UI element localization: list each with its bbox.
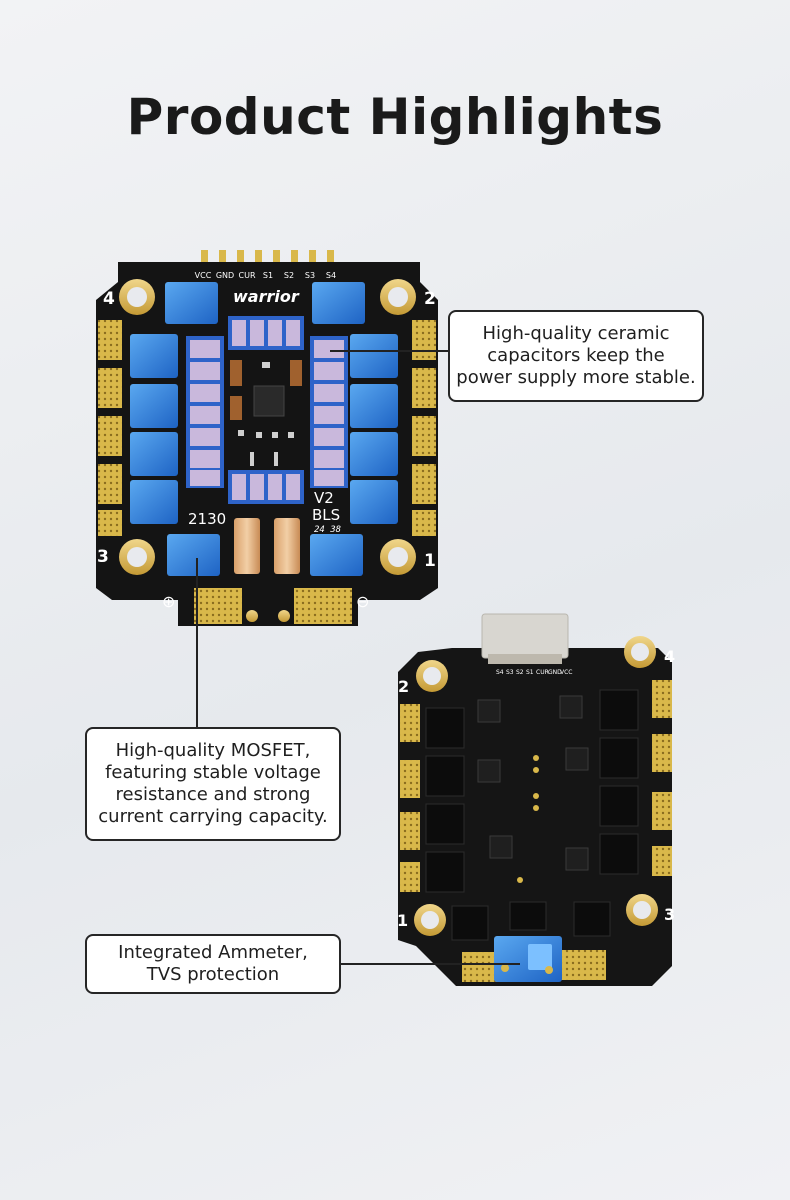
esc-board-bottom: S4 S3 S2 S1 CUR GND VCC 2 4 1 3	[397, 613, 675, 986]
pin-label-s2: S2	[284, 271, 294, 280]
motor-pads-left	[98, 320, 122, 536]
positive-pad-symbol: ⊕	[162, 592, 175, 611]
connector-label: S2	[516, 669, 524, 676]
pin-label-s1: S1	[263, 271, 273, 280]
callout-text: resistance and strong	[115, 784, 311, 805]
batch-code-label: 24 38	[314, 525, 341, 535]
corner-number: 4	[103, 289, 115, 309]
connector-label: CUR	[536, 669, 549, 676]
callout-text: current carrying capacity.	[98, 806, 328, 827]
shunt-resistor	[274, 518, 300, 574]
page-title: Product Highlights	[126, 88, 664, 146]
connector-label: S1	[526, 669, 534, 676]
connector-label: GND	[548, 669, 562, 676]
pin-label-s3: S3	[305, 271, 315, 280]
motor-pads-left	[400, 704, 420, 892]
callout-text: power supply more stable.	[456, 367, 696, 388]
corner-number: 2	[398, 677, 409, 696]
connector-label: S3	[506, 669, 514, 676]
callout-text: High-quality MOSFET,	[115, 740, 311, 761]
connector-label: VCC	[560, 669, 572, 676]
callout-text: TVS protection	[146, 964, 280, 985]
callout-text: featuring stable voltage	[105, 762, 321, 783]
header-pins	[201, 250, 334, 262]
corner-number: 3	[97, 547, 109, 567]
center-components	[230, 360, 302, 466]
esc-board-top: VCC GND CUR S1 S2 S3 S4 4 2 3 1	[96, 250, 438, 626]
connector-label: S4	[496, 669, 504, 676]
leader-line-ammeter	[340, 963, 520, 965]
corner-number: 4	[664, 647, 675, 666]
leader-line-mosfet	[196, 558, 198, 728]
brand-label: warrior	[233, 287, 300, 306]
firmware-label: BLS	[312, 506, 340, 524]
mounting-hole-icon	[119, 279, 416, 575]
callout-text: capacitors keep the	[487, 345, 665, 366]
shunt-resistor	[234, 518, 260, 574]
mounting-hole-icon	[414, 636, 658, 936]
power-pad	[560, 950, 606, 980]
driver-chips	[477, 695, 589, 871]
negative-pad-symbol: ⊖	[356, 592, 369, 611]
power-pad-positive	[194, 588, 242, 624]
pin-label-s4: S4	[326, 271, 336, 280]
connector-housing	[481, 613, 569, 659]
mosfet-group	[425, 689, 639, 941]
callout-text: Integrated Ammeter,	[118, 942, 308, 963]
motor-pads-right	[652, 680, 672, 876]
led-dots	[517, 755, 539, 883]
model-label: 2130	[188, 510, 226, 528]
leader-line-capacitors	[330, 350, 450, 352]
corner-number: 1	[397, 911, 408, 930]
corner-number: 2	[424, 289, 436, 309]
callout-text: High-quality ceramic	[482, 323, 670, 344]
power-pad-negative	[294, 588, 352, 624]
callout-mosfet: High-quality MOSFET, featuring stable vo…	[85, 727, 341, 841]
mosfet-group	[130, 282, 398, 576]
callout-ammeter: Integrated Ammeter, TVS protection	[85, 934, 341, 994]
corner-number: 1	[424, 551, 436, 571]
motor-pads-right	[412, 320, 436, 536]
callout-capacitors: High-quality ceramic capacitors keep the…	[448, 310, 704, 402]
capacitor-group	[186, 316, 348, 504]
pin-label-vcc: VCC	[195, 271, 212, 280]
pin-label-gnd: GND	[216, 271, 234, 280]
corner-number: 3	[664, 905, 675, 924]
pin-label-cur: CUR	[239, 271, 256, 280]
version-label: V2	[314, 489, 334, 507]
